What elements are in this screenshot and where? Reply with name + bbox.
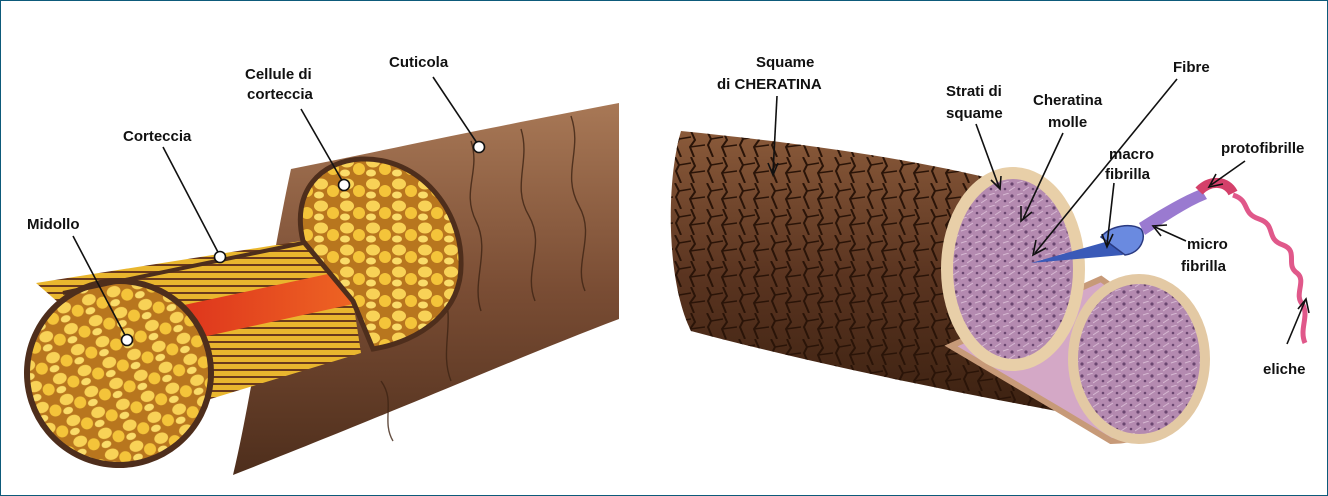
label-squame-line2: di CHERATINA [717,76,822,93]
label-midollo: Midollo [27,216,80,233]
right-hair-diagram: Squame di CHERATINA Strati di squame Che… [671,54,1309,441]
corteccia-pointer [215,252,226,263]
label-cellule-line2: corteccia [247,86,314,103]
protofibril [1199,183,1233,193]
label-micro-line1: micro [1187,236,1228,253]
label-strati-line2: squame [946,105,1003,122]
helix [1233,195,1305,343]
label-eliche: eliche [1263,361,1306,378]
left-hair-diagram: Cuticola Cellule di corteccia Corteccia … [3,54,619,489]
midollo-pointer [122,335,133,346]
label-squame-line1: Squame [756,54,814,71]
label-macro-line2: fibrilla [1105,166,1151,183]
label-macro-line1: macro [1109,146,1154,163]
label-strati-line1: Strati di [946,83,1002,100]
label-cuticola: Cuticola [389,54,449,71]
label-cheratina-line2: molle [1048,114,1087,131]
label-fibre: Fibre [1173,59,1210,76]
label-corteccia: Corteccia [123,128,192,145]
cuticola-pointer [474,142,485,153]
label-protofibrille: protofibrille [1221,140,1304,157]
label-cheratina-line1: Cheratina [1033,92,1103,109]
keratin-cross-section [947,173,1079,365]
microfibril [1139,189,1207,235]
cellule-pointer [339,180,350,191]
label-micro-line2: fibrilla [1181,258,1227,275]
label-cellule-line1: Cellule di [245,66,312,83]
